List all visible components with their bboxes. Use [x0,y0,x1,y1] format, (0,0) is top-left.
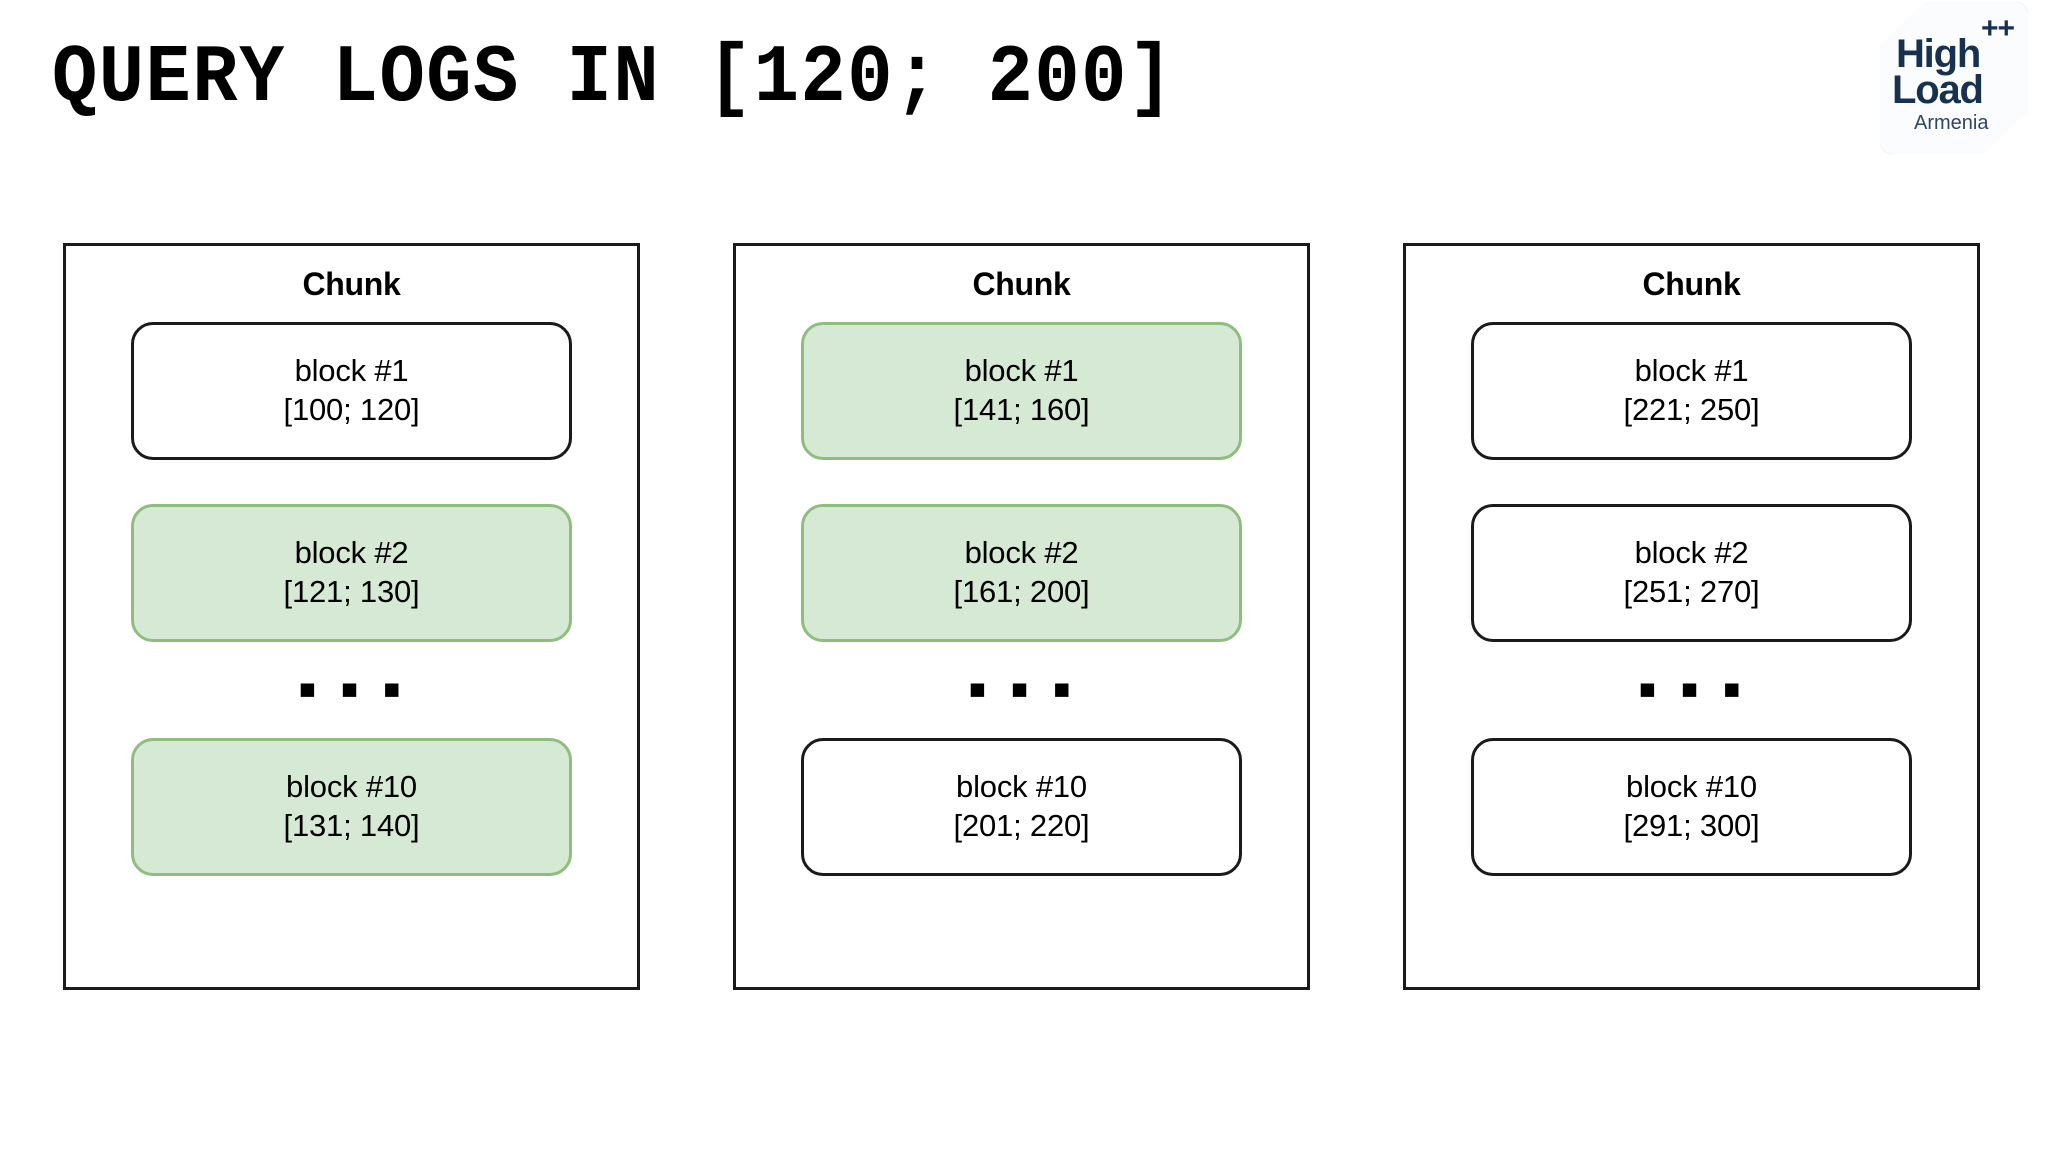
block-item[interactable]: block #10 [291; 300] [1471,738,1912,876]
block-label: block #1 [294,353,409,389]
chunk-title: Chunk [972,266,1071,302]
block-label: block #2 [1634,535,1749,571]
block-label: block #10 [286,769,417,805]
page-title: QUERY LOGS IN [120; 200] [52,32,1175,125]
block-item[interactable]: block #1 [100; 120] [131,322,572,460]
block-range: [161; 200] [953,574,1090,609]
block-range: [201; 220] [953,808,1090,843]
ellipsis-separator: ▪ ▪ ▪ [967,659,1076,720]
block-label: block #2 [294,535,409,571]
block-range: [141; 160] [953,392,1090,427]
block-list: block #1 [141; 160] block #2 [161; 200] … [736,322,1307,987]
highload-armenia-logo: ++ High Load Armenia [1880,2,2028,154]
chunk-row: Chunk block #1 [100; 120] block #2 [121;… [63,243,1980,990]
block-label: block #1 [1634,353,1749,389]
spacer [1471,460,1912,504]
logo-word-load: Load [1892,68,1984,112]
block-item[interactable]: block #10 [131; 140] [131,738,572,876]
chunk-container-3: Chunk block #1 [221; 250] block #2 [251;… [1403,243,1980,990]
block-range: [121; 130] [283,574,420,609]
block-label: block #10 [1626,769,1757,805]
spacer [131,460,572,504]
block-item[interactable]: block #1 [141; 160] [801,322,1242,460]
block-range: [131; 140] [283,808,420,843]
block-range: [251; 270] [1623,574,1760,609]
block-item[interactable]: block #2 [121; 130] [131,504,572,642]
block-label: block #10 [956,769,1087,805]
block-list: block #1 [221; 250] block #2 [251; 270] … [1406,322,1977,987]
block-item[interactable]: block #10 [201; 220] [801,738,1242,876]
ellipsis-separator: ▪ ▪ ▪ [1637,659,1746,720]
chunk-container-2: Chunk block #1 [141; 160] block #2 [161;… [733,243,1310,990]
chunk-title: Chunk [1642,266,1741,302]
block-range: [291; 300] [1623,808,1760,843]
logo-hexagon-shape [1880,2,2028,154]
logo-plusplus: ++ [1980,12,2015,45]
logo-word-armenia: Armenia [1914,112,1989,134]
chunk-title: Chunk [302,266,401,302]
block-item[interactable]: block #2 [251; 270] [1471,504,1912,642]
chunk-container-1: Chunk block #1 [100; 120] block #2 [121;… [63,243,640,990]
block-item[interactable]: block #2 [161; 200] [801,504,1242,642]
block-item[interactable]: block #1 [221; 250] [1471,322,1912,460]
spacer [801,460,1242,504]
block-label: block #1 [964,353,1079,389]
ellipsis-separator: ▪ ▪ ▪ [297,659,406,720]
block-range: [100; 120] [283,392,420,427]
block-label: block #2 [964,535,1079,571]
block-range: [221; 250] [1623,392,1760,427]
block-list: block #1 [100; 120] block #2 [121; 130] … [66,322,637,987]
logo-word-high: High [1896,32,1981,76]
